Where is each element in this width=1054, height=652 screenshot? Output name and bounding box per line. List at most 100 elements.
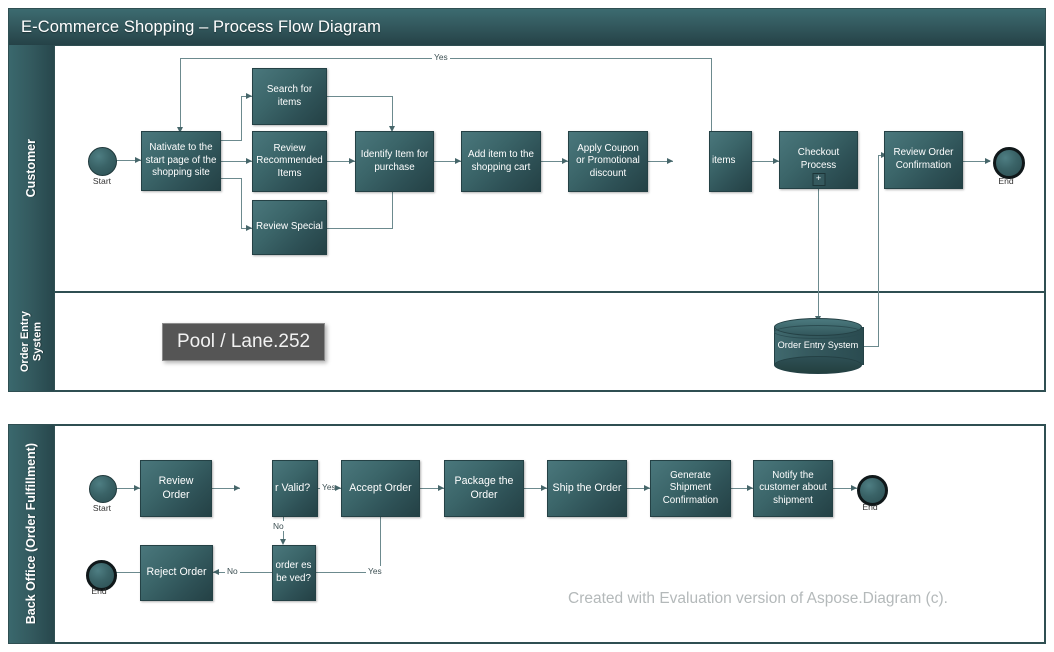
database-label: Order Entry System: [777, 340, 859, 351]
task-review-order-confirmation[interactable]: Review Order Confirmation: [884, 131, 963, 189]
connector-navigate-branch-1-v: [241, 96, 242, 141]
task-add-item-to-cart[interactable]: Add item to the shopping cart: [461, 131, 541, 192]
arrowhead-checkout: [773, 157, 779, 164]
task-accept-order[interactable]: Accept Order: [341, 460, 420, 517]
task-checkout-process[interactable]: Checkout Process +: [779, 131, 858, 189]
lane-back-office-body: [55, 425, 1045, 643]
arrowhead-back-review: [134, 484, 140, 491]
task-generate-shipment-confirmation[interactable]: Generate Shipment Confirmation: [650, 460, 731, 517]
event-start-customer-label: Start: [92, 176, 112, 186]
connector-confirmation-end: [963, 161, 990, 162]
connector-accept-package: [420, 488, 444, 489]
connector-navigate-branch-3: [221, 178, 242, 179]
connector-package-ship: [524, 488, 547, 489]
task-notify-customer[interactable]: Notify the customer about shipment: [753, 460, 833, 517]
task-review-order[interactable]: Review Order: [140, 460, 212, 517]
task-ship-order[interactable]: Ship the Order: [547, 460, 627, 517]
task-package-order[interactable]: Package the Order: [444, 460, 524, 517]
event-end-customer[interactable]: [993, 147, 1025, 179]
connector-recommended-identify: [327, 161, 355, 162]
connector-generate-notify: [731, 488, 753, 489]
event-end-back-office-top-label: End: [862, 502, 878, 512]
arrowhead-review-valid: [234, 484, 240, 491]
task-identify-item[interactable]: Identify Item for purchase: [355, 131, 434, 192]
event-end-back-office-bottom[interactable]: [86, 560, 117, 591]
connector-label-resolve-yes: Yes: [366, 566, 384, 576]
arrowhead-back-end-top: [851, 484, 857, 491]
connector-moreitems-checkout: [752, 161, 779, 162]
arrowhead-identify-top: [388, 126, 395, 132]
task-reject-order[interactable]: Reject Order: [140, 545, 213, 601]
arrowhead-resolve-issues: [279, 539, 286, 545]
arrowhead-identify-left: [349, 157, 355, 164]
connector-database-out-h: [857, 346, 879, 347]
task-resolve-issues-decision[interactable]: order es be ved?: [272, 545, 316, 601]
event-start-back-office-label: Start: [92, 503, 112, 513]
connector-start-navigate: [113, 160, 141, 161]
watermark-aspose: Created with Evaluation version of Aspos…: [568, 590, 948, 607]
task-more-items-decision[interactable]: items: [709, 131, 752, 192]
arrowhead-recommended: [246, 157, 252, 164]
event-end-back-office-bottom-label: End: [91, 586, 107, 596]
arrowhead-customer-end: [985, 157, 991, 164]
connector-identify-additem: [434, 161, 461, 162]
connector-database-out-v: [878, 155, 879, 347]
connector-label-reject-no: No: [225, 566, 240, 576]
lane-label-order-entry-system: Order Entry System: [9, 292, 55, 391]
connector-additem-coupon: [541, 161, 568, 162]
arrowhead-notify-customer: [747, 484, 753, 491]
connector-label-yes-top: Yes: [432, 52, 450, 62]
arrowhead-reject-order: [213, 568, 219, 575]
event-start-back-office[interactable]: [89, 475, 117, 503]
tooltip-pool-lane: Pool / Lane.252: [162, 323, 326, 361]
task-apply-coupon[interactable]: Apply Coupon or Promotional discount: [568, 131, 648, 192]
connector-label-valid-no: No: [271, 521, 286, 531]
task-search-for-items[interactable]: Search for items: [252, 68, 327, 125]
task-order-valid-decision[interactable]: r Valid?: [272, 460, 318, 517]
connector-search-identify-v: [392, 96, 393, 130]
connector-search-identify-h: [327, 96, 393, 97]
diagram-title: E-Commerce Shopping – Process Flow Diagr…: [21, 17, 381, 36]
subprocess-plus-icon: +: [812, 173, 825, 186]
connector-coupon-moreitems: [648, 161, 673, 162]
lane-label-customer-text: Customer: [24, 139, 39, 198]
event-start-customer[interactable]: [88, 147, 117, 176]
arrowhead-coupon: [562, 157, 568, 164]
connector-ship-generate: [627, 488, 650, 489]
arrowhead-start-navigate: [135, 156, 141, 163]
connector-notify-end: [833, 488, 857, 489]
arrowhead-package-order: [438, 484, 444, 491]
arrowhead-additem: [455, 157, 461, 164]
connector-loop-down: [180, 58, 181, 131]
connector-loop-up: [711, 58, 712, 158]
connector-back-start-review: [114, 488, 140, 489]
connector-navigate-recommended: [221, 161, 252, 162]
arrowhead-generate-shipment: [644, 484, 650, 491]
task-review-special[interactable]: Review Special: [252, 200, 327, 255]
connector-reject-end: [110, 572, 140, 573]
task-navigate-start-page[interactable]: Nativate to the start page of the shoppi…: [141, 131, 221, 191]
connector-navigate-branch-1: [221, 140, 242, 141]
arrowhead-loop-navigate: [176, 127, 183, 133]
task-review-recommended-items[interactable]: Review Recommended Items: [252, 131, 327, 192]
connector-review-valid: [212, 488, 240, 489]
connector-checkout-database: [818, 188, 819, 320]
connector-resolve-yes-v: [380, 516, 381, 573]
arrowhead-ship-order: [541, 484, 547, 491]
lane-label-customer: Customer: [9, 45, 55, 292]
arrowhead-special: [246, 224, 252, 231]
arrowhead-search: [246, 92, 252, 99]
arrowhead-moreitems: [667, 157, 673, 164]
connector-label-valid-yes: Yes: [320, 482, 338, 492]
connector-resolve-yes-h: [316, 572, 380, 573]
event-end-back-office-top[interactable]: [857, 475, 888, 506]
lane-label-back-office: Back Office (Order Fulfillment): [9, 425, 55, 643]
database-ring: [774, 325, 862, 339]
database-bottom-ellipse: [774, 356, 862, 374]
connector-resolve-no-h: [213, 572, 283, 573]
task-checkout-process-label: Checkout Process: [797, 147, 840, 171]
pool-header-ecommerce: E-Commerce Shopping – Process Flow Diagr…: [9, 9, 1045, 45]
arrowhead-accept-order: [335, 484, 341, 491]
shape-database-order-entry[interactable]: Order Entry System: [774, 318, 864, 374]
